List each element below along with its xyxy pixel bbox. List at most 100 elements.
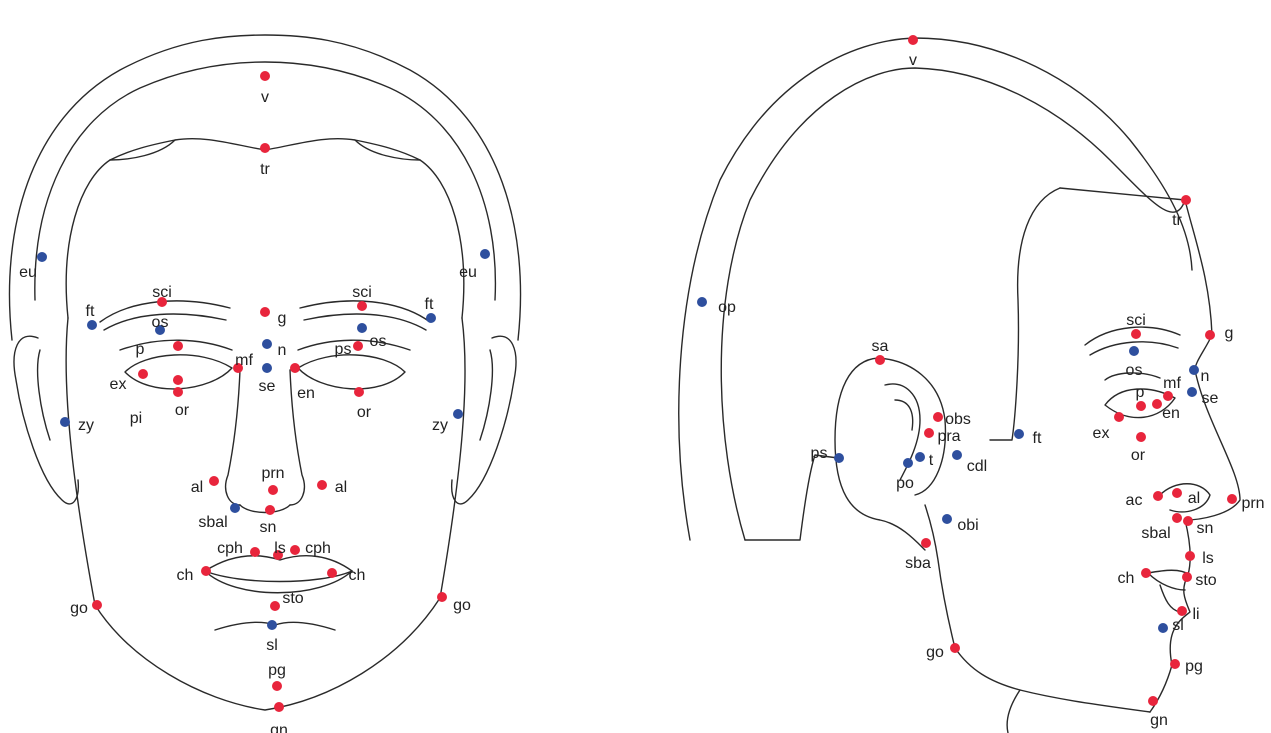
lateral-landmark-label-tr: tr — [1172, 212, 1182, 229]
frontal-landmark-dot-sl — [267, 620, 277, 630]
lateral-landmark-dot-obs — [933, 412, 943, 422]
lateral-landmark-label-sn: sn — [1197, 520, 1214, 537]
lateral-landmark-label-os: os — [1126, 362, 1143, 379]
lateral-landmark-label-obi: obi — [957, 517, 978, 534]
lateral-landmark-label-sl: sl — [1172, 617, 1184, 634]
lateral-landmark-label-cdl: cdl — [967, 458, 987, 475]
frontal-landmark-label-sl: sl — [266, 637, 278, 654]
frontal-landmark-dot-eu — [480, 249, 490, 259]
frontal-landmark-label-go: go — [453, 597, 471, 614]
frontal-landmark-label-ls: ls — [274, 540, 286, 557]
lateral-landmark-dot-or — [1136, 432, 1146, 442]
lateral-landmark-label-sba: sba — [905, 555, 931, 572]
lateral-landmark-label-obs: obs — [945, 411, 971, 428]
frontal-landmark-label-ps: ps — [335, 341, 352, 358]
frontal-landmark-label-prn: prn — [261, 465, 284, 482]
frontal-landmark-dot-zy — [453, 409, 463, 419]
lateral-landmark-label-po: po — [896, 475, 914, 492]
lateral-landmark-dot-prn — [1227, 494, 1237, 504]
frontal-landmark-dot-os — [155, 325, 165, 335]
frontal-landmark-dot-eu — [37, 252, 47, 262]
frontal-landmark-label-cph: cph — [217, 540, 243, 557]
frontal-landmark-dot-zy — [60, 417, 70, 427]
lateral-landmark-label-ex: ex — [1093, 425, 1110, 442]
lateral-landmark-label-pg: pg — [1185, 658, 1203, 675]
lateral-head-outline — [678, 37, 1241, 733]
lateral-landmark-dot-t — [915, 452, 925, 462]
frontal-landmark-dot-tr — [260, 143, 270, 153]
frontal-landmark-label-ft: ft — [86, 303, 95, 320]
lateral-landmark-dot-pg — [1170, 659, 1180, 669]
lateral-landmark-dot-sba — [921, 538, 931, 548]
frontal-landmark-label-n: n — [278, 342, 287, 359]
lateral-landmark-dot-g — [1205, 330, 1215, 340]
lateral-landmark-dot-tr — [1181, 195, 1191, 205]
frontal-landmark-label-al: al — [191, 479, 203, 496]
frontal-landmark-dot-al — [317, 480, 327, 490]
lateral-landmark-label-sci: sci — [1126, 312, 1146, 329]
lateral-landmark-label-ls: ls — [1202, 550, 1214, 567]
frontal-landmark-dot-sci — [157, 297, 167, 307]
lateral-landmark-dot-os — [1129, 346, 1139, 356]
frontal-landmark-dot-gn — [274, 702, 284, 712]
frontal-landmark-dot-v — [260, 71, 270, 81]
lateral-landmark-label-p: p — [1136, 384, 1145, 401]
frontal-landmark-label-se: se — [259, 378, 276, 395]
frontal-landmark-dot-ft — [426, 313, 436, 323]
frontal-landmark-label-go: go — [70, 600, 88, 617]
lateral-landmark-dot-go — [950, 643, 960, 653]
lateral-landmark-dot-p — [1136, 401, 1146, 411]
lateral-landmark-label-se: se — [1202, 390, 1219, 407]
frontal-landmark-dot-pg — [272, 681, 282, 691]
frontal-landmark-dot-or — [173, 375, 183, 385]
lateral-landmark-dot-op — [697, 297, 707, 307]
frontal-landmark-dot-ls — [273, 550, 283, 560]
lateral-landmark-dot-gn — [1148, 696, 1158, 706]
frontal-landmark-dot-go — [92, 600, 102, 610]
frontal-landmark-dot-sci — [357, 301, 367, 311]
frontal-landmark-label-sto: sto — [282, 590, 303, 607]
frontal-landmark-label-os: os — [152, 314, 169, 331]
lateral-landmark-label-t: t — [929, 452, 934, 469]
lateral-landmark-label-li: li — [1192, 606, 1199, 623]
lateral-landmark-label-ch: ch — [1118, 570, 1135, 587]
frontal-landmark-dot-ch — [327, 568, 337, 578]
frontal-landmark-label-cph: cph — [305, 540, 331, 557]
frontal-landmark-dot-go — [437, 592, 447, 602]
lateral-landmark-label-sto: sto — [1195, 572, 1216, 589]
lateral-landmark-dot-pra — [924, 428, 934, 438]
lateral-landmark-dot-al — [1172, 488, 1182, 498]
lateral-landmark-dot-cdl — [952, 450, 962, 460]
frontal-landmark-label-al: al — [335, 479, 347, 496]
frontal-landmark-dot-ex — [138, 369, 148, 379]
lateral-landmark-label-v: v — [909, 52, 917, 69]
lateral-landmark-dot-ch — [1141, 568, 1151, 578]
lateral-landmark-label-en: en — [1162, 405, 1180, 422]
frontal-landmark-label-or: or — [357, 404, 372, 421]
frontal-landmark-dot-cph — [250, 547, 260, 557]
frontal-landmark-label-zy: zy — [432, 417, 448, 434]
lateral-landmark-label-or: or — [1131, 447, 1146, 464]
lateral-landmark-label-op: op — [718, 299, 736, 316]
frontal-landmark-dot-cph — [290, 545, 300, 555]
frontal-landmark-label-en: en — [297, 385, 315, 402]
lateral-landmark-label-ac: ac — [1126, 492, 1143, 509]
lateral-landmark-dot-ex — [1114, 412, 1124, 422]
lateral-landmark-label-sbal: sbal — [1141, 525, 1170, 542]
lateral-landmark-dot-sci — [1131, 329, 1141, 339]
frontal-landmark-label-sbal: sbal — [198, 514, 227, 531]
frontal-landmark-label-eu: eu — [459, 264, 477, 281]
frontal-landmark-dot-sn — [265, 505, 275, 515]
frontal-landmark-label-gn: gn — [270, 722, 288, 733]
frontal-landmark-dot-al — [209, 476, 219, 486]
frontal-landmark-dot-prn — [268, 485, 278, 495]
frontal-landmark-dot-sto — [270, 601, 280, 611]
frontal-landmark-dot-ps — [353, 341, 363, 351]
lateral-landmark-dot-li — [1177, 606, 1187, 616]
frontal-landmark-dot-os — [357, 323, 367, 333]
frontal-landmark-dot-g — [260, 307, 270, 317]
frontal-landmark-label-pi: pi — [130, 410, 142, 427]
